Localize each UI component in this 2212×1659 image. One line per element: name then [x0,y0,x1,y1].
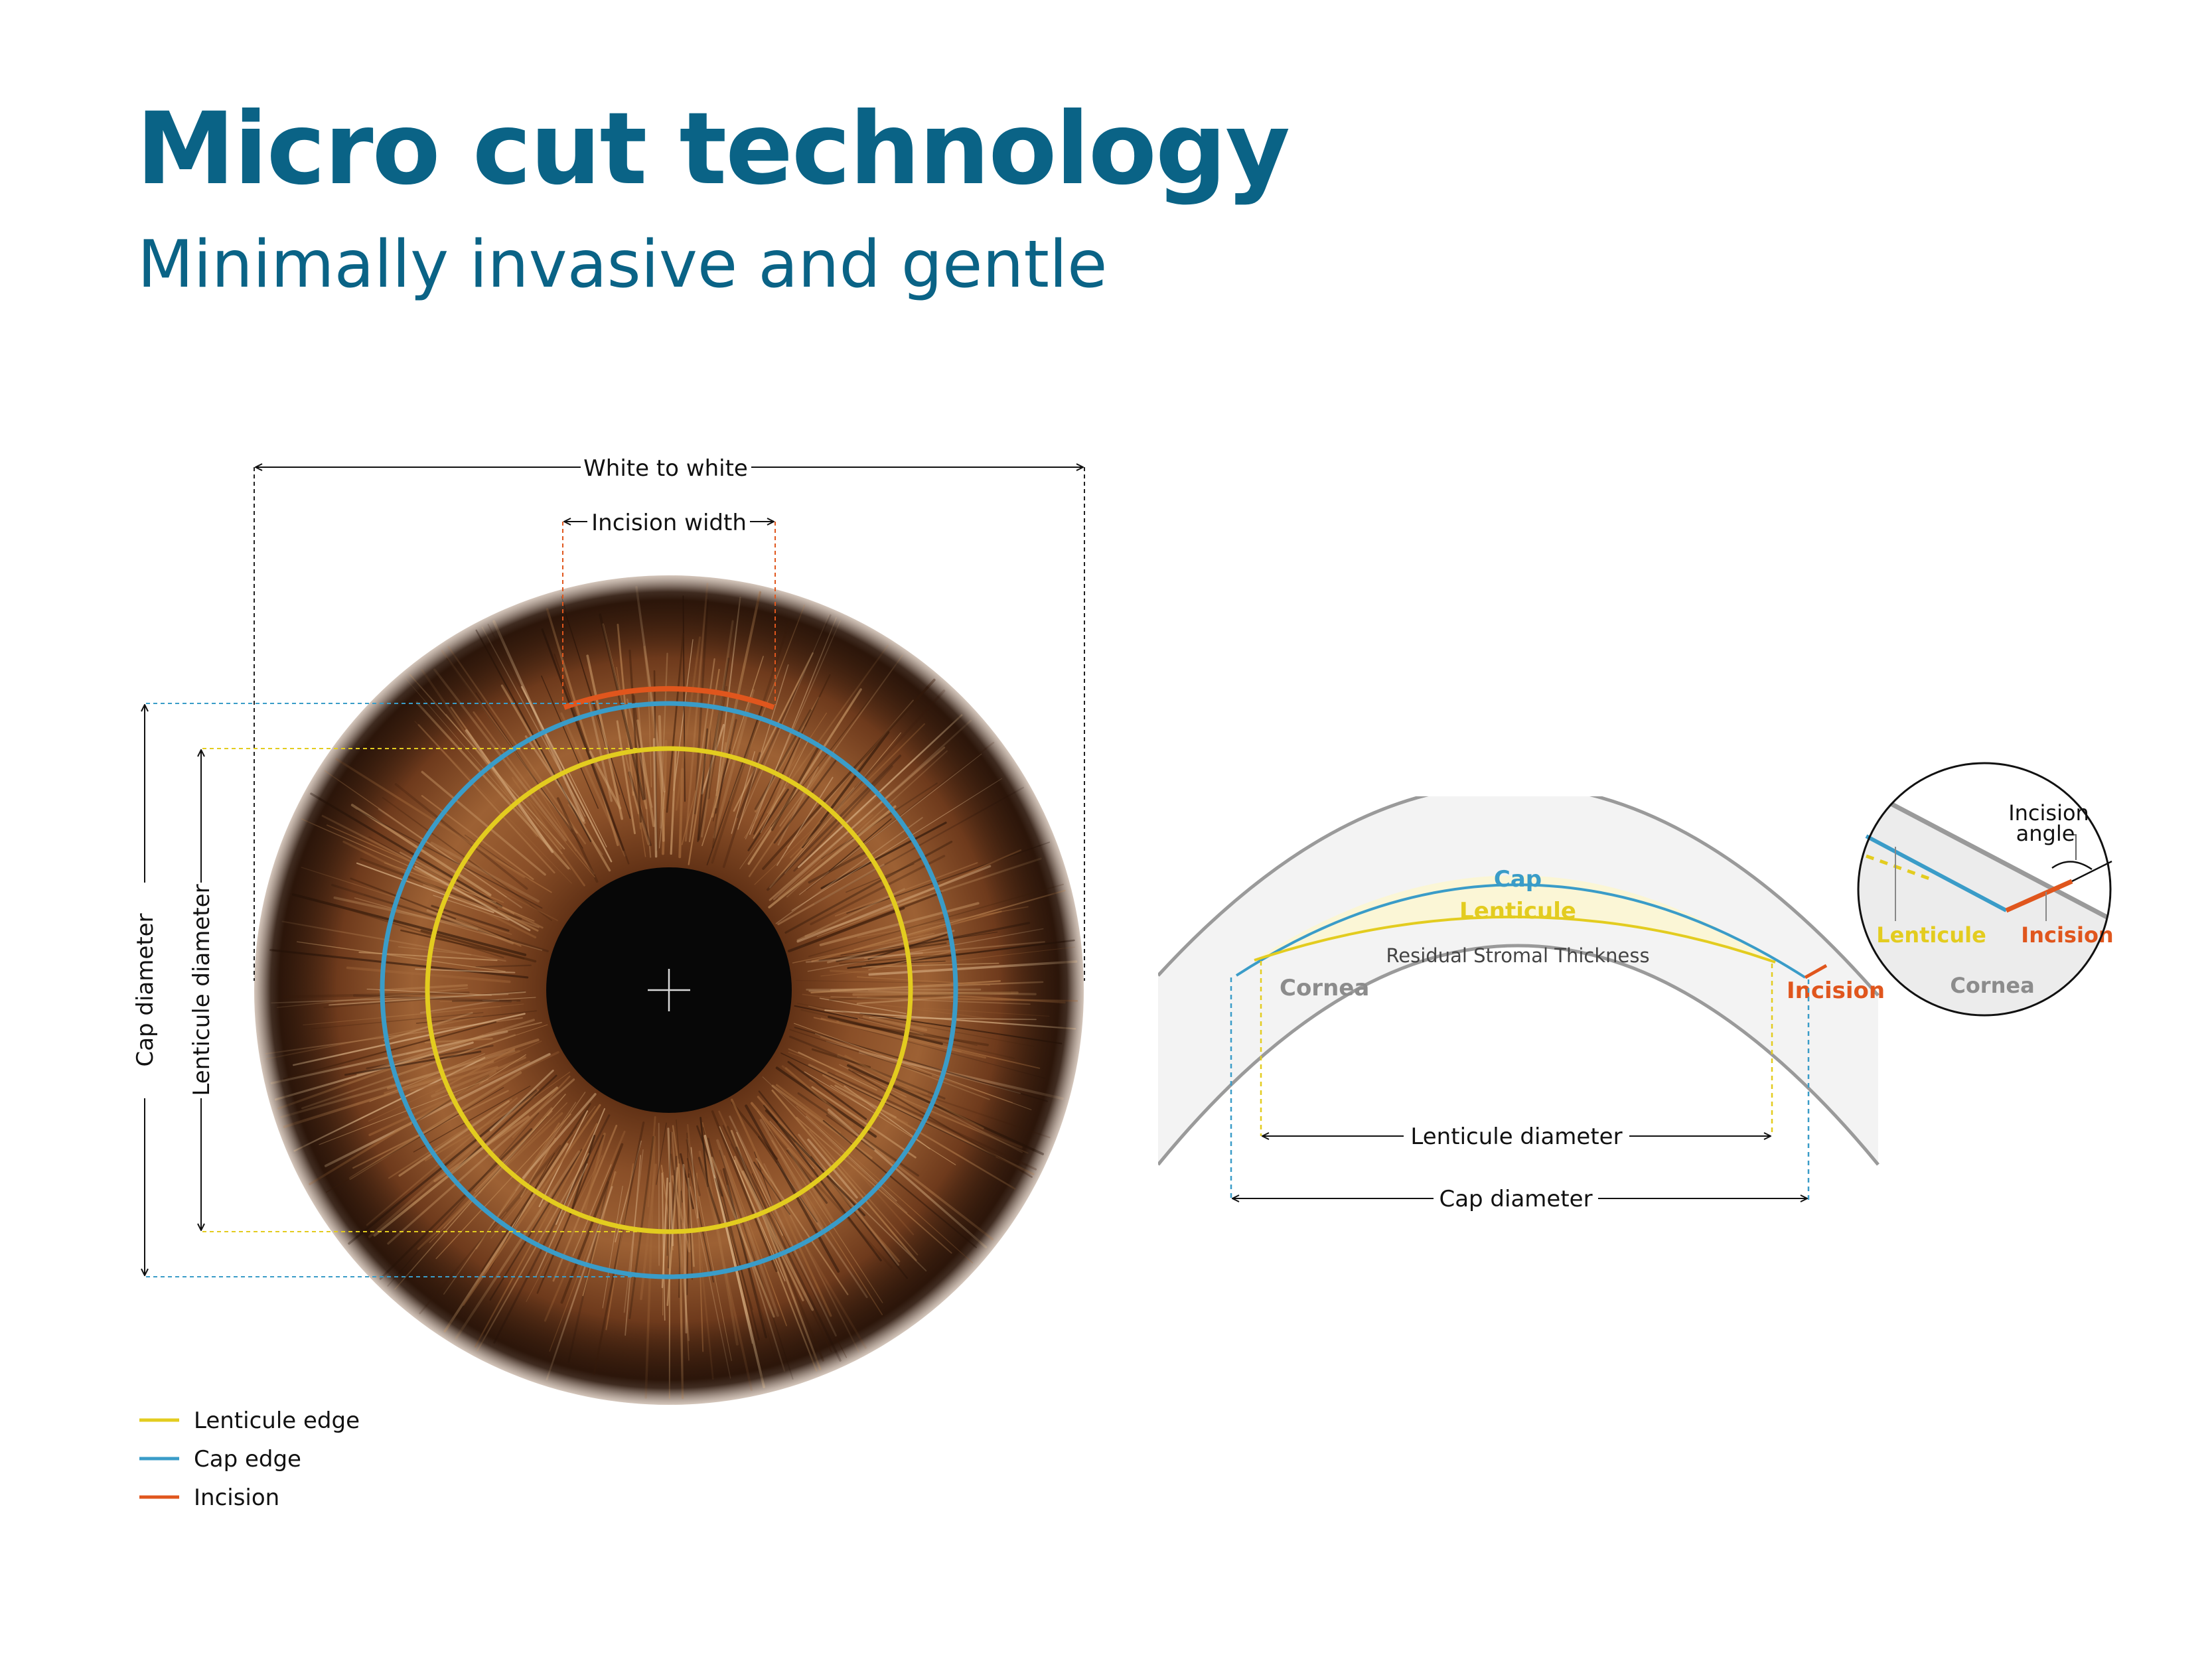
page-title: Micro cut technology [136,92,1290,207]
section-incision-label: Incision [1787,977,1885,1004]
lenticule-diameter-label: Lenticule diameter [188,884,215,1096]
section-residual-label: Residual Stromal Thickness [1386,944,1649,967]
section-cornea-label: Cornea [1280,975,1369,1001]
legend-item-lenticule-edge: Lenticule edge [139,1407,360,1434]
center-crosshair [648,969,690,1011]
eye-front-view [254,575,1084,1405]
lenticule-edge-circle [425,746,913,1234]
white-to-white-label: White to white [583,455,748,482]
cap-diameter-label: Cap diameter [132,913,159,1066]
detail-angle-leader [2065,834,2077,860]
legend-label-incision: Incision [194,1484,279,1511]
detail-lenticule-label: Lenticule [1876,922,1986,948]
cornea-body [1158,796,1878,1165]
lenticule-fill [1254,875,1775,962]
detail-cap-line [1865,834,2008,912]
detail-cornea-band [1858,783,2110,1015]
legend-item-incision: Incision [139,1484,279,1511]
detail-incision-label: Incision [2021,922,2113,948]
legend-item-cap-edge: Cap edge [139,1446,301,1473]
cornea-cross-section: Cap Lenticule Residual Stromal Thickness… [1158,796,1885,1212]
detail-cornea-label: Cornea [1950,973,2034,998]
section-cap-label: Cap [1494,866,1542,893]
section-incision-line [1804,964,1828,979]
legend-label-cap-edge: Cap edge [194,1446,301,1473]
section-lenticule-diameter-label: Lenticule diameter [1410,1123,1622,1150]
cap-edge-circle [380,701,958,1279]
eye-dimension-guides: White to white Incision width Cap diamet… [132,455,1085,1277]
incision-width-label: Incision width [591,510,747,536]
incision-detail-zoom: Incision angle Lenticule Incision Cornea [1857,762,2114,1017]
detail-incision-line [2005,879,2073,913]
detail-incision-angle-label-line1: Incision [2008,800,2089,826]
detail-lenticule-line [1866,854,1932,881]
detail-incision-angle-label-line2: angle [2016,821,2075,846]
incision-arc [563,685,775,710]
section-lenticule-label: Lenticule [1459,898,1576,924]
cap-line [1235,883,1806,979]
lenticule-line [1254,915,1776,964]
legend: Lenticule edge Cap edge Incision [139,1407,360,1511]
legend-label-lenticule-edge: Lenticule edge [194,1407,360,1434]
detail-zoom-border [1857,762,2112,1017]
detail-angle-guide [2071,860,2112,883]
cornea-outer-surface [1158,796,1880,997]
page-subtitle: Minimally invasive and gentle [137,227,1108,303]
section-cap-diameter-label: Cap diameter [1439,1186,1592,1212]
cornea-inner-surface [1158,944,1880,1166]
detail-angle-arc [2051,861,2093,871]
detail-cornea-surface [1858,780,2110,925]
